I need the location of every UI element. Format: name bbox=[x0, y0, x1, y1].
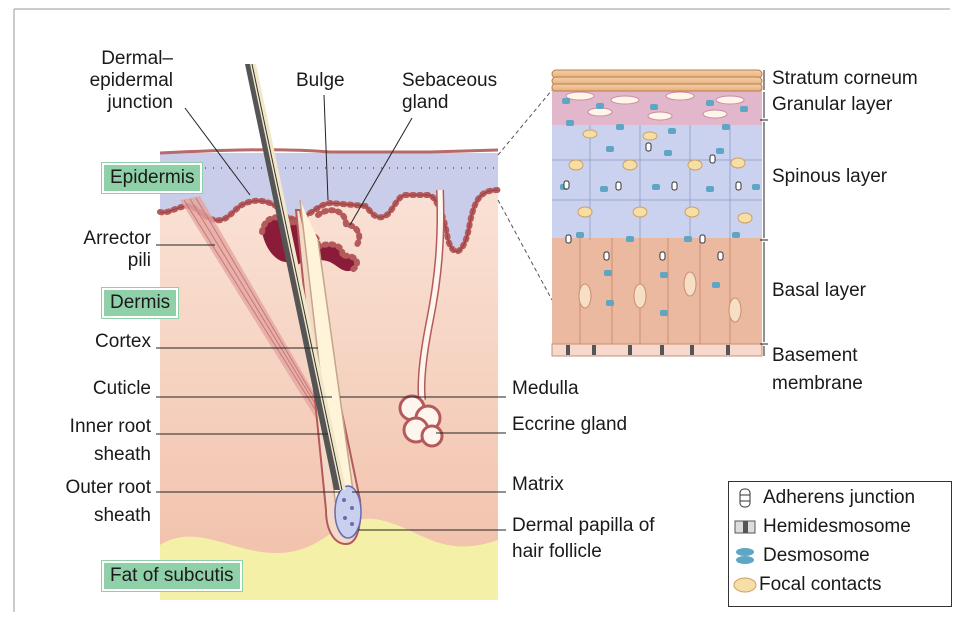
legend-item-hemidesmosome: Hemidesmosome bbox=[733, 513, 911, 541]
label-inner-root-sheath: Inner root sheath bbox=[30, 413, 151, 469]
label-bulge: Bulge bbox=[296, 70, 345, 92]
hemidesmosome-icon bbox=[733, 515, 757, 539]
tag-epidermis: Epidermis bbox=[102, 163, 202, 193]
dermal-papilla bbox=[335, 486, 361, 538]
label-basement-membrane: Basement membrane bbox=[772, 342, 863, 398]
label-basal-layer: Basal layer bbox=[772, 280, 866, 302]
label-stratum-corneum: Stratum corneum bbox=[772, 68, 918, 90]
label-granular-layer: Granular layer bbox=[772, 94, 892, 116]
label-matrix: Matrix bbox=[512, 474, 564, 496]
label-cortex: Cortex bbox=[40, 331, 151, 353]
desmosome-icon bbox=[733, 544, 757, 568]
legend-label: Adherens junction bbox=[763, 487, 915, 509]
label-spinous-layer: Spinous layer bbox=[772, 166, 887, 188]
label-outer-root-sheath: Outer root sheath bbox=[30, 474, 151, 530]
legend-label: Hemidesmosome bbox=[763, 516, 911, 538]
basement-membrane-strip bbox=[552, 344, 762, 356]
stratum-corneum-band bbox=[552, 70, 762, 91]
magnified-epidermis bbox=[552, 70, 768, 356]
legend-item-focal-contacts: Focal contacts bbox=[733, 571, 882, 599]
label-medulla: Medulla bbox=[512, 378, 579, 400]
legend: Adherens junction Hemidesmosome Desmosom… bbox=[728, 481, 952, 607]
focal-contacts-icon bbox=[733, 573, 757, 597]
label-eccrine-gland: Eccrine gland bbox=[512, 414, 627, 436]
label-sebaceous-gland: Sebaceous gland bbox=[402, 70, 497, 114]
adherens-junction-icon bbox=[733, 486, 757, 510]
label-dermal-papilla: Dermal papilla of hair follicle bbox=[512, 513, 655, 565]
legend-item-desmosome: Desmosome bbox=[733, 542, 870, 570]
label-cuticle: Cuticle bbox=[40, 378, 151, 400]
label-dermal-epidermal-junction: Dermal– epidermal junction bbox=[55, 48, 173, 114]
tag-dermis: Dermis bbox=[102, 288, 178, 318]
tag-fat-of-subcutis: Fat of subcutis bbox=[102, 561, 242, 591]
label-arrector-pili: Arrector pili bbox=[40, 228, 151, 272]
legend-item-adherens: Adherens junction bbox=[733, 484, 915, 512]
legend-label: Desmosome bbox=[763, 545, 870, 567]
skin-section bbox=[156, 64, 506, 600]
legend-label: Focal contacts bbox=[759, 574, 882, 596]
